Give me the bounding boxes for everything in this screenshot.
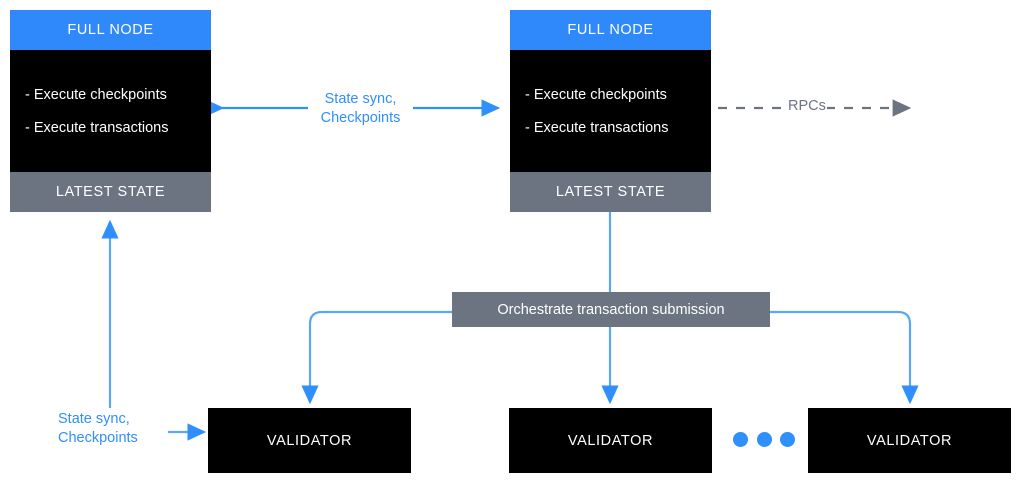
ellipsis-dot-2 [756, 431, 772, 447]
state-sync-top-label: State sync, Checkpoints [308, 90, 413, 128]
connector-orchestrate-to-validator-3 [770, 310, 919, 405]
full-node-2-line-2: - Execute transactions [525, 119, 669, 136]
full-node-1-line-1: - Execute checkpoints [25, 86, 167, 103]
validator-block-1: VALIDATOR [208, 408, 411, 473]
state-sync-bottom-label-line-1: State sync, [58, 411, 130, 427]
full-node-1-body: - Execute checkpoints - Execute transact… [10, 50, 211, 172]
state-sync-top-label-line-1: State sync, [324, 91, 397, 107]
full-node-2-body: - Execute checkpoints - Execute transact… [510, 50, 711, 172]
full-node-1-line-2: - Execute transactions [25, 119, 169, 136]
full-node-2-footer: LATEST STATE [510, 172, 711, 212]
ellipsis-dot-3 [780, 431, 795, 447]
state-sync-bottom-label: State sync, Checkpoints [58, 410, 168, 448]
validator-block-3: VALIDATOR [808, 408, 1011, 473]
rpcs-label: RPCs [787, 98, 827, 114]
full-node-1-header: FULL NODE [10, 10, 211, 50]
state-sync-bottom-label-line-2: Checkpoints [58, 430, 138, 446]
ellipsis-dots [733, 431, 795, 447]
orchestrate-transaction-submission-box: Orchestrate transaction submission [452, 292, 770, 327]
validator-block-2: VALIDATOR [509, 408, 712, 473]
connector-orchestrate-to-validator-1 [301, 310, 452, 405]
ellipsis-dot-1 [733, 431, 748, 447]
full-node-block-2: FULL NODE - Execute checkpoints - Execut… [510, 10, 711, 212]
state-sync-top-label-line-2: Checkpoints [320, 110, 401, 126]
full-node-2-line-1: - Execute checkpoints [525, 86, 667, 103]
full-node-2-header: FULL NODE [510, 10, 711, 50]
full-node-1-footer: LATEST STATE [10, 172, 211, 212]
full-node-block-1: FULL NODE - Execute checkpoints - Execut… [10, 10, 211, 212]
